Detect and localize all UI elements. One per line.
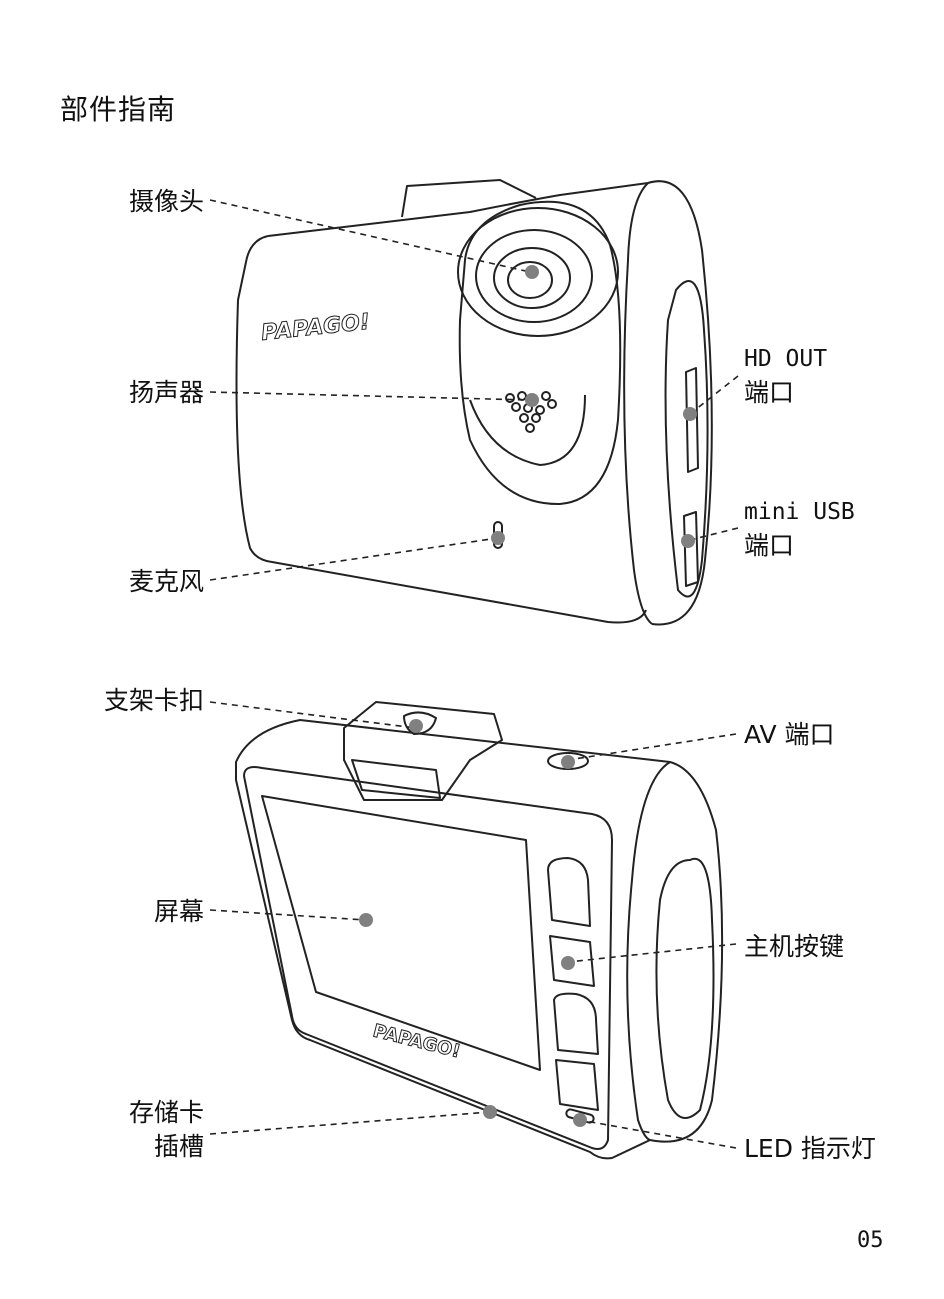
camera-dot bbox=[525, 265, 539, 279]
label-screen: 屏幕 bbox=[153, 897, 204, 926]
av-port-dot bbox=[561, 755, 575, 769]
back-camera-body bbox=[235, 701, 724, 1160]
label-main-buttons: 主机按键 bbox=[744, 932, 845, 961]
label-sd-slot-line2: 插槽 bbox=[153, 1132, 204, 1161]
label-sd-slot-line1: 存储卡 bbox=[128, 1098, 204, 1127]
front-brand-logo: PAPAGO! bbox=[260, 310, 371, 346]
label-mount-clip: 支架卡扣 bbox=[103, 686, 204, 715]
label-microphone: 麦克风 bbox=[128, 567, 204, 596]
mini-usb-dot bbox=[681, 534, 695, 548]
sd-slot-dot bbox=[483, 1105, 497, 1119]
mic-dot bbox=[491, 531, 505, 545]
label-mini-usb-line2: 端口 bbox=[744, 531, 795, 560]
speaker-dot bbox=[525, 393, 539, 407]
page-title: 部件指南 bbox=[60, 93, 177, 126]
label-mini-usb-line1: mini USB bbox=[744, 499, 855, 525]
button-dot bbox=[561, 956, 575, 970]
mount-clip-dot bbox=[409, 719, 423, 733]
screen-dot bbox=[359, 913, 373, 927]
label-av-port: AV 端口 bbox=[744, 720, 835, 749]
page-number: 05 bbox=[857, 1228, 884, 1253]
front-camera-body bbox=[235, 179, 713, 626]
label-led: LED 指示灯 bbox=[744, 1134, 876, 1163]
hd-out-dot bbox=[683, 407, 697, 421]
led-dot bbox=[573, 1113, 587, 1127]
label-speaker: 扬声器 bbox=[128, 378, 204, 407]
label-hd-out-line2: 端口 bbox=[744, 378, 795, 407]
label-hd-out-line1: HD OUT bbox=[744, 346, 828, 372]
label-camera: 摄像头 bbox=[128, 187, 204, 216]
